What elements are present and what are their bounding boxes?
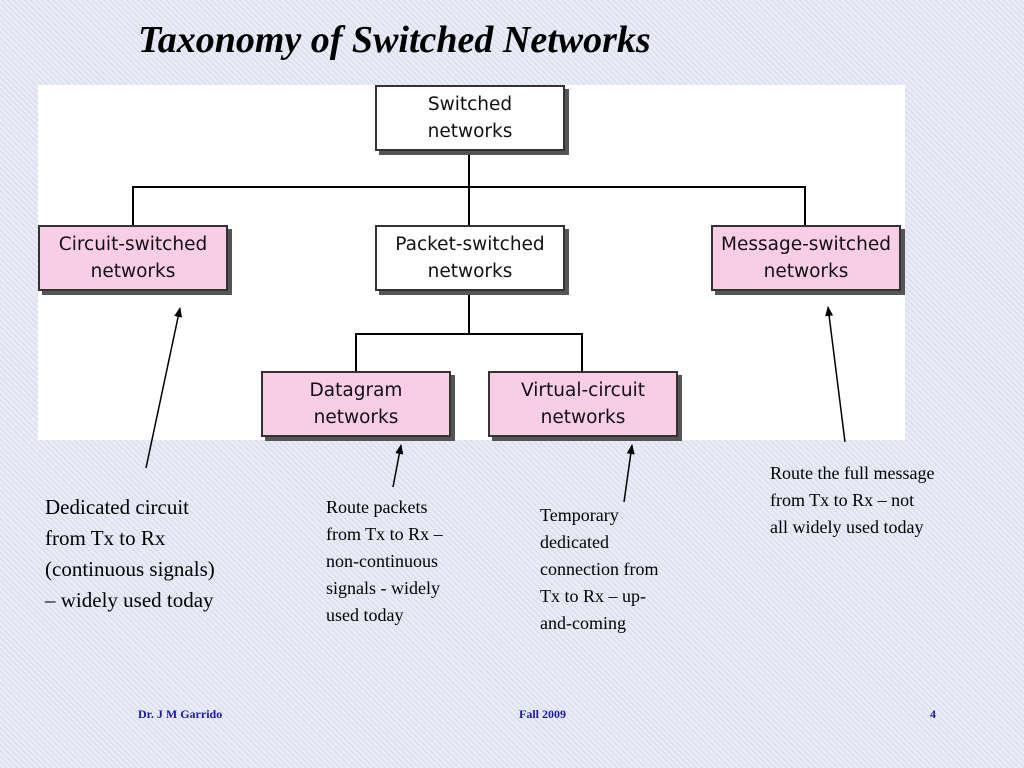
node-line: Circuit-switched (58, 234, 208, 255)
connector-to-virtual (581, 333, 583, 371)
node-line: networks (427, 121, 513, 142)
connector-to-message (804, 186, 806, 225)
node-line: networks (90, 261, 176, 282)
note-line: Route packets (326, 497, 428, 517)
arrow-circuit (145, 307, 183, 469)
connector-packet-down (468, 290, 470, 334)
note-line: signals - widely (326, 578, 440, 598)
note-line: all widely used today (770, 517, 924, 537)
note-line: from Tx to Rx – (326, 524, 443, 544)
note-message-switched: Route the full message from Tx to Rx – n… (770, 460, 934, 541)
connector-root-down (468, 150, 470, 187)
node-line: Datagram (309, 380, 403, 401)
connector-to-packet (468, 186, 470, 225)
arrow-datagram (392, 444, 404, 488)
connector-to-datagram (355, 333, 357, 371)
node-line: Switched (427, 94, 513, 115)
arrow-virtual (623, 444, 635, 503)
note-virtual-circuit: Temporary dedicated connection from Tx t… (540, 502, 658, 637)
note-line: Dedicated circuit (45, 495, 190, 519)
note-line: Tx to Rx – up- (540, 586, 646, 606)
node-line: networks (313, 407, 399, 428)
node-line: networks (427, 261, 513, 282)
node-datagram: Datagram networks (261, 371, 451, 437)
note-line: dedicated (540, 532, 609, 552)
note-line: from Tx to Rx (45, 526, 166, 550)
node-switched-networks: Switched networks (375, 85, 565, 151)
note-line: from Tx to Rx – not (770, 490, 915, 510)
note-line: and-coming (540, 613, 626, 633)
node-circuit-switched: Circuit-switched networks (38, 225, 228, 291)
node-message-switched: Message-switched networks (711, 225, 901, 291)
node-line: Virtual-circuit (521, 380, 645, 401)
connector-bottom-horizontal (355, 333, 582, 335)
connector-to-circuit (132, 186, 134, 225)
node-packet-switched: Packet-switched networks (375, 225, 565, 291)
node-line: Packet-switched (395, 234, 545, 255)
note-line: connection from (540, 559, 659, 579)
footer-author: Dr. J M Garrido (138, 707, 223, 721)
note-line: – widely used today (45, 588, 214, 612)
slide-title: Taxonomy of Switched Networks (138, 19, 651, 61)
node-line: networks (540, 407, 626, 428)
footer-page-number: 4 (930, 707, 936, 721)
node-line: Message-switched (721, 234, 891, 255)
note-datagram: Route packets from Tx to Rx – non-contin… (326, 494, 443, 629)
arrow-message (825, 306, 846, 443)
node-virtual-circuit: Virtual-circuit networks (488, 371, 678, 437)
note-circuit-switched: Dedicated circuit from Tx to Rx (continu… (45, 492, 215, 616)
footer-term: Fall 2009 (519, 707, 566, 721)
note-line: used today (326, 605, 404, 625)
note-line: Route the full message (770, 463, 935, 483)
note-line: Temporary (540, 505, 619, 525)
node-line: networks (763, 261, 849, 282)
note-line: non-continuous (326, 551, 438, 571)
note-line: (continuous signals) (45, 557, 215, 581)
